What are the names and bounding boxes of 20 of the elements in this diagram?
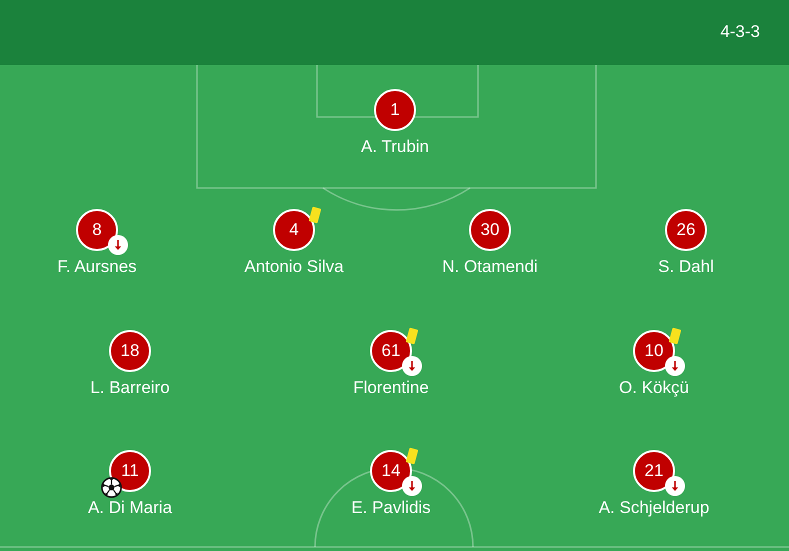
player-name: A. Schjelderup [598, 498, 710, 518]
player-name: O. Kökçü [619, 378, 689, 398]
player-name: A. Di Maria [88, 498, 172, 518]
formation-label: 4-3-3 [720, 22, 760, 42]
shirt-number: 21 [633, 450, 675, 492]
player-name: F. Aursnes [57, 257, 137, 277]
player-name: Antonio Silva [244, 257, 344, 277]
shirt-number: 4 [273, 209, 315, 251]
shirt-number: 30 [469, 209, 511, 251]
player-name: N. Otamendi [442, 257, 538, 277]
shirt-number: 1 [374, 89, 416, 131]
player-name: E. Pavlidis [351, 498, 431, 518]
player-name: S. Dahl [658, 257, 714, 277]
player-name: A. Trubin [360, 137, 430, 157]
shirt-number: 18 [109, 330, 151, 372]
player-name: Florentine [353, 378, 429, 398]
shirt-number: 26 [665, 209, 707, 251]
shirt-number: 11 [109, 450, 151, 492]
player-name: L. Barreiro [90, 378, 170, 398]
shirt-number: 8 [76, 209, 118, 251]
